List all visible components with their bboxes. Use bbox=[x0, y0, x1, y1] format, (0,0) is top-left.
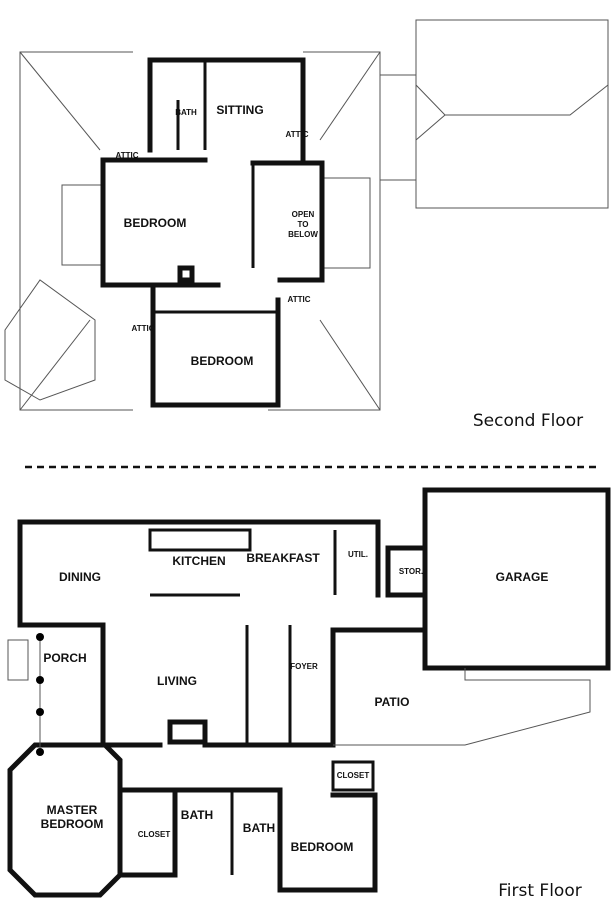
first-floor-caption: First Floor bbox=[498, 881, 581, 901]
room-label-foyer: FOYER bbox=[290, 662, 318, 671]
second-floor-caption: Second Floor bbox=[473, 411, 583, 431]
first-floor-walls bbox=[7, 487, 611, 898]
room-label-master-bedroom: MASTER bbox=[47, 803, 98, 817]
room-label-patio: PATIO bbox=[375, 695, 410, 709]
room-label-attic: ATTIC bbox=[288, 295, 311, 304]
room-label-bath: BATH bbox=[181, 808, 213, 822]
room-label-breakfast: BREAKFAST bbox=[246, 551, 320, 565]
room-label-bath: BATH bbox=[175, 108, 197, 117]
room-label-stor: STOR. bbox=[399, 567, 423, 576]
room-label-closet: CLOSET bbox=[138, 830, 171, 839]
room-label-attic: ATTIC bbox=[286, 130, 309, 139]
porch bbox=[7, 633, 44, 756]
room-label-master-bedroom: BEDROOM bbox=[41, 817, 104, 831]
room-label-open-to-below: OPEN bbox=[292, 210, 315, 219]
room-label-closet: CLOSET bbox=[337, 771, 370, 780]
room-label-attic: ATTIC bbox=[132, 324, 155, 333]
room-label-living: LIVING bbox=[157, 674, 197, 688]
room-label-dining: DINING bbox=[59, 570, 101, 584]
room-label-util: UTIL. bbox=[348, 550, 368, 559]
room-label-sitting: SITTING bbox=[216, 103, 263, 117]
room-label-kitchen: KITCHEN bbox=[172, 554, 225, 568]
garage-roof bbox=[415, 19, 609, 209]
room-label-porch: PORCH bbox=[43, 651, 86, 665]
room-label-attic: ATTIC bbox=[116, 151, 139, 160]
second-floor-roofs bbox=[4, 19, 609, 411]
room-label-garage: GARAGE bbox=[496, 570, 549, 584]
room-label-open-to-below: BELOW bbox=[288, 230, 318, 239]
second-floor-walls bbox=[100, 57, 325, 408]
room-label-bedroom: BEDROOM bbox=[124, 216, 187, 230]
room-label-bath: BATH bbox=[243, 821, 275, 835]
room-label-open-to-below: TO bbox=[298, 220, 309, 229]
patio-outline bbox=[333, 668, 591, 746]
room-label-bedroom: BEDROOM bbox=[191, 354, 254, 368]
room-label-bedroom: BEDROOM bbox=[291, 840, 354, 854]
